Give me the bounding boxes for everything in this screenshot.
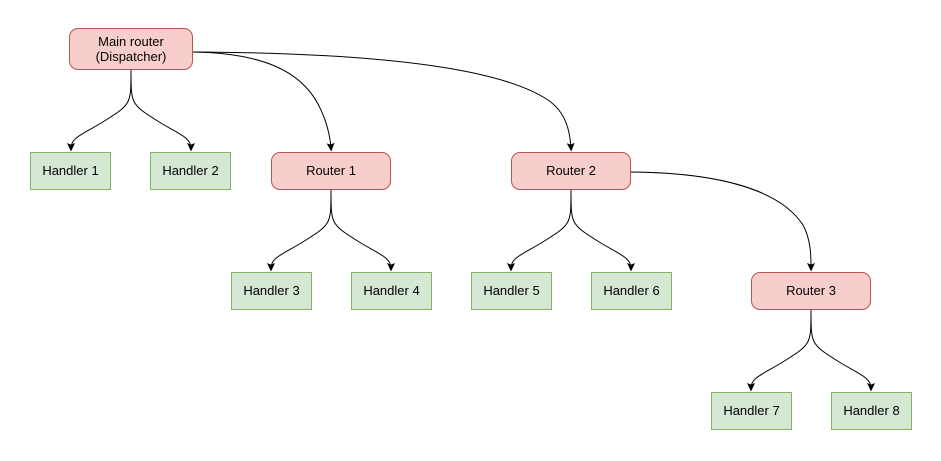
node-label-router-3: Router 3 — [786, 283, 836, 299]
edge-router-2-handler-5 — [507, 189, 572, 272]
node-handler-3[interactable]: Handler 3 — [231, 272, 312, 310]
node-router-1[interactable]: Router 1 — [271, 152, 391, 190]
node-router-2[interactable]: Router 2 — [511, 152, 631, 190]
node-handler-6[interactable]: Handler 6 — [591, 272, 672, 310]
node-handler-4[interactable]: Handler 4 — [351, 272, 432, 310]
node-label-router-2: Router 2 — [546, 163, 596, 179]
node-label-handler-3: Handler 3 — [243, 283, 300, 299]
node-handler-5[interactable]: Handler 5 — [471, 272, 552, 310]
node-handler-8[interactable]: Handler 8 — [831, 392, 912, 430]
edge-router-3-handler-7 — [747, 309, 812, 392]
edge-router-3-handler-8 — [810, 309, 875, 392]
node-label-handler-8: Handler 8 — [843, 403, 900, 419]
edge-router-2-handler-6 — [570, 189, 635, 272]
node-label-main-router: Main router (Dispatcher) — [95, 33, 167, 64]
edge-main-router-2 — [192, 51, 575, 152]
node-label-handler-5: Handler 5 — [483, 283, 540, 299]
edge-router-2-router-3 — [630, 171, 815, 272]
edge-router-1-handler-3 — [267, 189, 332, 272]
node-label-handler-7: Handler 7 — [723, 403, 780, 419]
edge-main-handler-1 — [67, 69, 132, 152]
node-handler-1[interactable]: Handler 1 — [30, 152, 111, 190]
node-label-handler-4: Handler 4 — [363, 283, 420, 299]
edge-main-handler-2 — [130, 69, 195, 152]
node-router-3[interactable]: Router 3 — [751, 272, 871, 310]
edge-main-router-1 — [192, 51, 335, 152]
node-label-handler-2: Handler 2 — [162, 163, 219, 179]
node-label-router-1: Router 1 — [306, 163, 356, 179]
edge-group — [67, 51, 875, 392]
node-label-handler-1: Handler 1 — [42, 163, 99, 179]
node-handler-7[interactable]: Handler 7 — [711, 392, 792, 430]
node-label-handler-6: Handler 6 — [603, 283, 660, 299]
node-main-router[interactable]: Main router (Dispatcher) — [69, 28, 193, 70]
edge-router-1-handler-4 — [330, 189, 395, 272]
node-handler-2[interactable]: Handler 2 — [150, 152, 231, 190]
